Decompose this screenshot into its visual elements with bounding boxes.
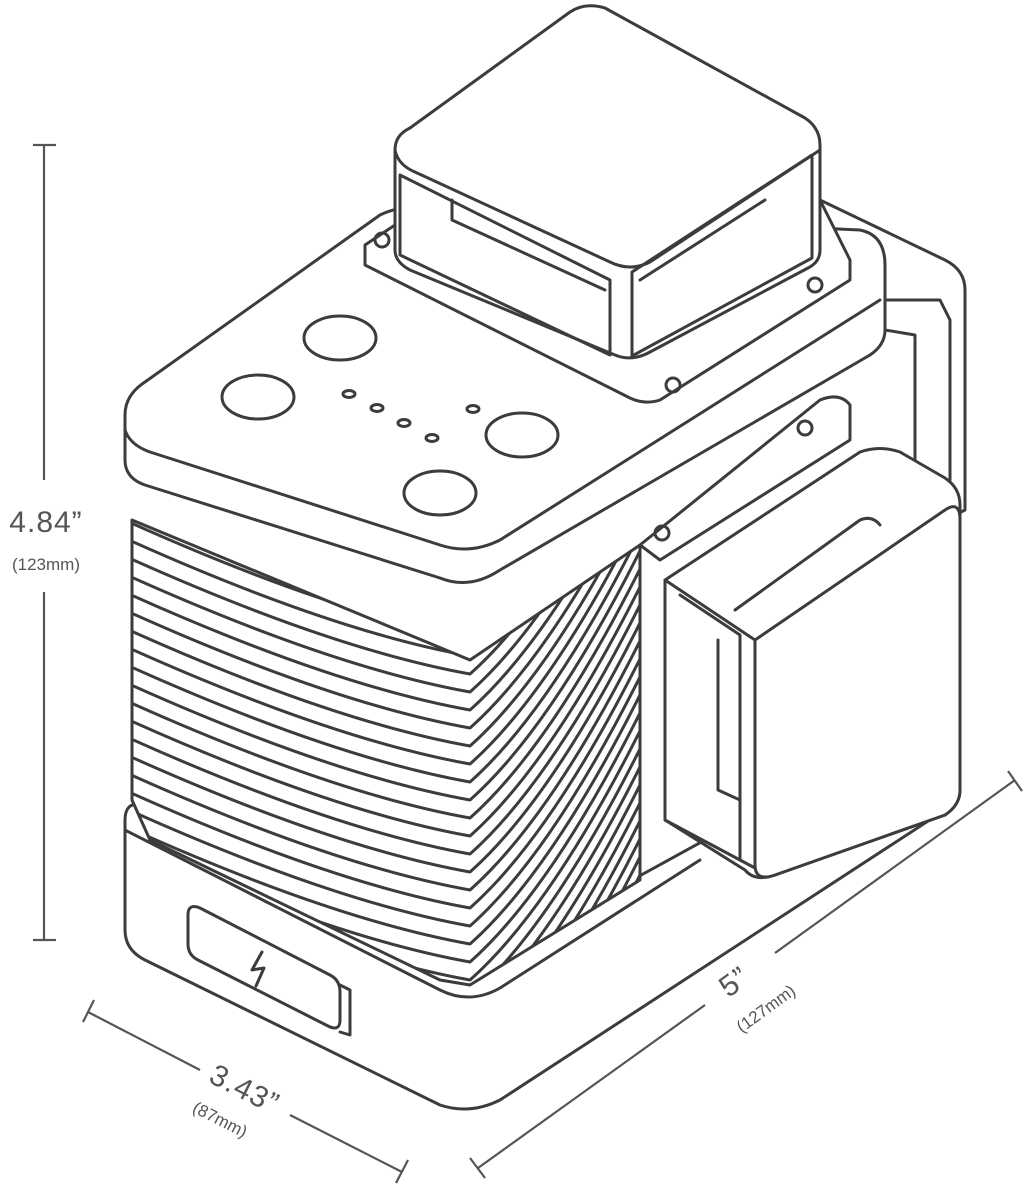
side-bracket (638, 198, 967, 562)
height-dimension: 4.84” (123mm) (9, 143, 82, 942)
rib-line (132, 580, 640, 874)
rib-line (132, 634, 640, 928)
rib-line (132, 544, 640, 838)
lightning-bolt-icon (250, 950, 266, 988)
dim-tick (469, 1157, 486, 1179)
height-metric-label: (123mm) (12, 555, 80, 574)
indicator-leds (341, 389, 481, 443)
rib-line (132, 520, 640, 766)
dim-line (87, 1011, 201, 1071)
rib-line (132, 520, 640, 802)
control-button[interactable] (484, 411, 560, 459)
dim-line (289, 1114, 403, 1173)
top-module (363, 4, 852, 404)
rib-line (132, 520, 640, 748)
rib-line (132, 616, 640, 910)
buttons (220, 314, 560, 517)
rib-line (132, 526, 640, 820)
rib-line (132, 520, 640, 784)
charge-port-plate (186, 905, 352, 1037)
height-imperial-label: 4.84” (9, 506, 82, 539)
rib-line (132, 562, 640, 856)
dim-tick (395, 1159, 409, 1184)
dim-tick (1007, 770, 1023, 792)
dim-line (477, 1004, 706, 1169)
side-module (663, 447, 962, 880)
rib-line (132, 652, 640, 946)
rib-line (132, 598, 640, 892)
control-button[interactable] (402, 469, 478, 517)
dim-line (774, 779, 1016, 954)
rib-line (132, 778, 640, 985)
rib-line (132, 520, 640, 676)
control-button[interactable] (220, 373, 296, 421)
control-button[interactable] (302, 314, 378, 362)
depth-imperial-label: 5” (713, 961, 756, 1005)
dim-tick (82, 999, 95, 1023)
